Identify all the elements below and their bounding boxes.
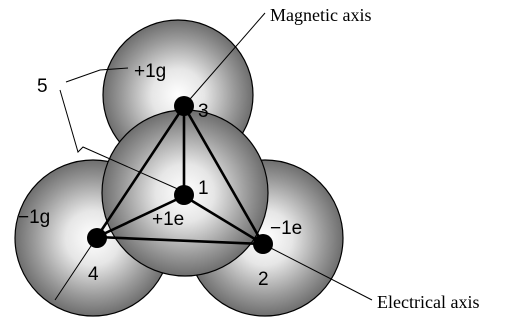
tetrahedron-edges (95, 105, 265, 246)
charge-left-label: −1g (18, 207, 50, 228)
electrical-axis-line (262, 243, 373, 301)
charge-center-label: +1e (152, 209, 184, 230)
label-5-leader-top (65, 67, 129, 83)
magnetic-axis-extension (54, 236, 98, 301)
label-5-leader-bottom (59, 89, 181, 191)
node-4-dot (87, 228, 107, 248)
magnetic-axis-label: Magnetic axis (270, 5, 371, 25)
reference-5-label: 5 (37, 76, 48, 97)
node-2-dot (253, 234, 273, 254)
node-1-dot (174, 185, 194, 205)
node-2-label: 2 (258, 269, 269, 290)
charge-top-label: +1g (134, 61, 166, 82)
node-4-label: 4 (88, 264, 99, 285)
node-3-dot (174, 96, 194, 116)
charge-right-label: −1e (270, 218, 302, 239)
node-3-label: 3 (198, 101, 209, 122)
magnetic-axis-line (183, 12, 266, 107)
electrical-axis-label: Electrical axis (377, 292, 479, 312)
node-1-label: 1 (198, 178, 209, 199)
